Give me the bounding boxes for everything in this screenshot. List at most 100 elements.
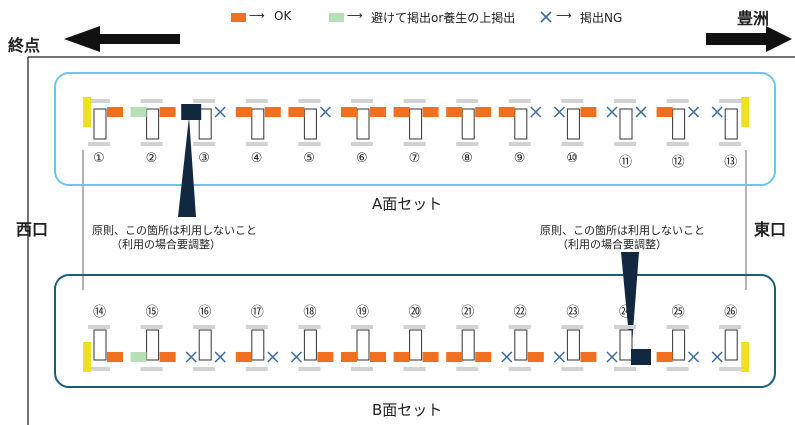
a-10-bottom-strip (561, 142, 584, 146)
note-a-line1: 原則、この箇所は利用しないこと (92, 224, 257, 237)
b-12-door (672, 329, 686, 361)
b-3-right-ng-x-icon (214, 351, 226, 363)
a-4-bottom-strip (245, 142, 268, 146)
a-set-label: A面セット (372, 195, 443, 213)
b-13-top-strip (719, 325, 742, 329)
a-1-right-ok-marker (107, 107, 123, 117)
b-car-number-2: ⑮ (145, 305, 159, 320)
b-car-number-9: ㉒ (513, 305, 527, 320)
b-8-bottom-strip (456, 367, 479, 371)
a-car-number-5: ⑤ (303, 151, 316, 166)
a-8-top-strip (456, 99, 479, 103)
a-8-left-ok-marker (446, 107, 463, 117)
a-12-door (672, 108, 686, 140)
b-7-left-ok-marker (393, 352, 410, 362)
b-car-number-4: ⑰ (250, 305, 264, 320)
b-5-left-ng-x-icon (290, 351, 302, 363)
b-2-top-strip (140, 325, 163, 329)
a-2-bottom-strip (140, 142, 163, 146)
b-13-door (724, 329, 738, 361)
a-car-number-12: ⑫ (671, 155, 685, 170)
a-9-bottom-strip (508, 142, 531, 146)
a-13-left-ng-x-icon (711, 106, 723, 118)
a-1-top-strip (88, 99, 110, 103)
b-7-right-ok-marker (422, 352, 439, 362)
note-a-line2: （利用の場合要調整） (111, 238, 221, 251)
a-13-door (724, 108, 738, 140)
a-8-right-ok-marker (475, 107, 492, 117)
b-10-right-ok-marker (580, 352, 597, 362)
b-3-bottom-strip (193, 367, 216, 371)
b-2-right-ok-marker (159, 352, 176, 362)
legend-ng-x-icon (540, 11, 552, 23)
b-2-left-avoid-marker (130, 352, 147, 362)
a-3-top-strip (193, 99, 216, 103)
a-6-door (356, 108, 370, 140)
b-12-top-strip (666, 325, 689, 329)
a-5-door (303, 108, 317, 140)
a-car-number-4: ④ (250, 151, 263, 166)
pointer-a-icon (178, 117, 196, 217)
a-6-bottom-strip (351, 142, 373, 146)
b-10-top-strip (561, 325, 584, 329)
a-4-right-ok-marker (264, 107, 281, 117)
a-2-door (146, 108, 160, 140)
a-car-number-3: ③ (198, 151, 210, 166)
a-7-bottom-strip (403, 142, 426, 146)
a-3-left-blocked-marker (181, 104, 202, 120)
a-6-right-ok-marker (370, 107, 386, 117)
a-car-number-9: ⑨ (513, 151, 526, 166)
b-12-right-ng-x-icon (688, 351, 700, 363)
a-4-left-ok-marker (235, 107, 252, 117)
a-2-top-strip (140, 99, 163, 103)
b-car-number-12: ㉕ (671, 305, 685, 320)
b-1-right-ok-marker (107, 352, 123, 362)
direction-right-label: 豊洲 (737, 9, 770, 28)
legend-ok-label: OK (274, 9, 292, 23)
b-set-frame (54, 274, 776, 388)
a-5-left-ok-marker (288, 107, 305, 117)
b-car-number-5: ⑱ (303, 305, 317, 320)
a-11-bottom-strip (614, 142, 636, 146)
legend-avoid-label: 避けて掲出or養生の上掲出 (371, 11, 516, 25)
a-car-number-8: ⑧ (461, 151, 473, 166)
a-11-right-ng-x-icon (635, 106, 647, 118)
a-1-bottom-strip (88, 142, 110, 146)
b-6-left-ok-marker (341, 352, 357, 362)
b-3-door (198, 329, 212, 361)
direction-left-label: 終点 (8, 36, 41, 55)
b-11-door (619, 329, 633, 361)
a-9-door (514, 108, 528, 140)
b-3-left-ng-x-icon (185, 351, 197, 363)
a-4-door (251, 108, 265, 140)
legend-avoid-arrow: ⟶ (347, 9, 363, 22)
a-8-door (461, 108, 475, 140)
a-car-number-7: ⑦ (408, 151, 421, 166)
b-8-right-ok-marker (475, 352, 492, 362)
a-6-top-strip (351, 99, 373, 103)
a-12-right-ng-x-icon (688, 106, 700, 118)
a-2-right-ok-marker (159, 107, 176, 117)
a-13-right-end-marker (741, 97, 750, 127)
b-5-right-ok-marker (317, 352, 334, 362)
b-4-top-strip (245, 325, 268, 329)
a-2-left-avoid-marker (130, 107, 147, 117)
b-1-top-strip (88, 325, 110, 329)
a-car-number-2: ② (145, 151, 158, 166)
b-11-left-ng-x-icon (606, 351, 618, 363)
b-11-top-strip (614, 325, 636, 329)
b-11-bottom-strip (614, 367, 636, 371)
a-11-left-ng-x-icon (606, 106, 618, 118)
a-3-bottom-strip (193, 142, 216, 146)
b-10-bottom-strip (561, 367, 584, 371)
legend-ok-arrow: ⟶ (249, 9, 265, 22)
a-car-number-11: ⑪ (619, 155, 633, 170)
note-b-line2: （利用の場合要調整） (557, 238, 667, 251)
b-10-left-ng-x-icon (553, 351, 565, 363)
a-13-top-strip (719, 99, 742, 103)
a-9-right-ng-x-icon (530, 106, 542, 118)
a-12-top-strip (666, 99, 689, 103)
b-5-bottom-strip (298, 367, 321, 371)
a-10-left-ng-x-icon (553, 106, 565, 118)
